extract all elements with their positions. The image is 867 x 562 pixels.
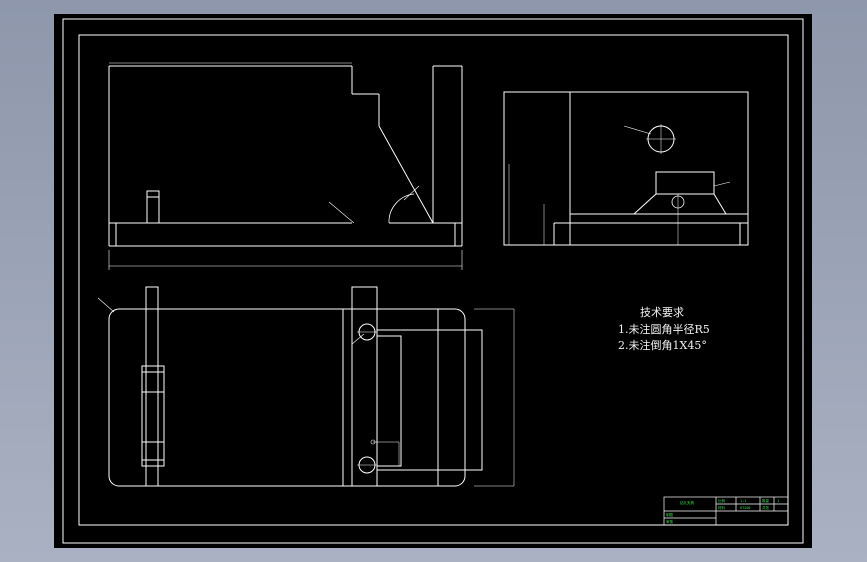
outer-border <box>62 18 804 544</box>
title-block-material-label: 材料 <box>718 506 725 510</box>
title-block-quantity-label: 数量 <box>762 499 769 503</box>
tech-req-heading: 技术要求 <box>640 306 684 319</box>
title-block-quantity-value: 1 <box>777 499 780 503</box>
title-block-designer-label: 制图 <box>666 513 673 517</box>
cad-drawing <box>62 18 804 544</box>
drawing-sheet: 技术要求 1.未注圆角半径R5 2.未注倒角1X45° 钻孔夹具 比例 1:1 … <box>54 14 812 548</box>
title-block-scale-value: 1:1 <box>740 499 747 503</box>
title-block-material-value: HT200 <box>740 506 751 510</box>
tech-req-item-1: 1.未注圆角半径R5 <box>618 323 710 336</box>
top-view <box>97 286 515 487</box>
title-block-drawing-name: 钻孔夹具 <box>680 501 694 505</box>
tech-req-item-2: 2.未注倒角1X45° <box>618 339 707 352</box>
front-view <box>108 62 463 270</box>
title-block-scale-label: 比例 <box>718 499 725 503</box>
side-view <box>503 91 749 246</box>
inner-border <box>78 34 789 526</box>
title-block-checker-label: 审核 <box>666 520 673 524</box>
title-block <box>663 496 789 526</box>
title-block-sheet-label: 共张 <box>762 506 769 510</box>
